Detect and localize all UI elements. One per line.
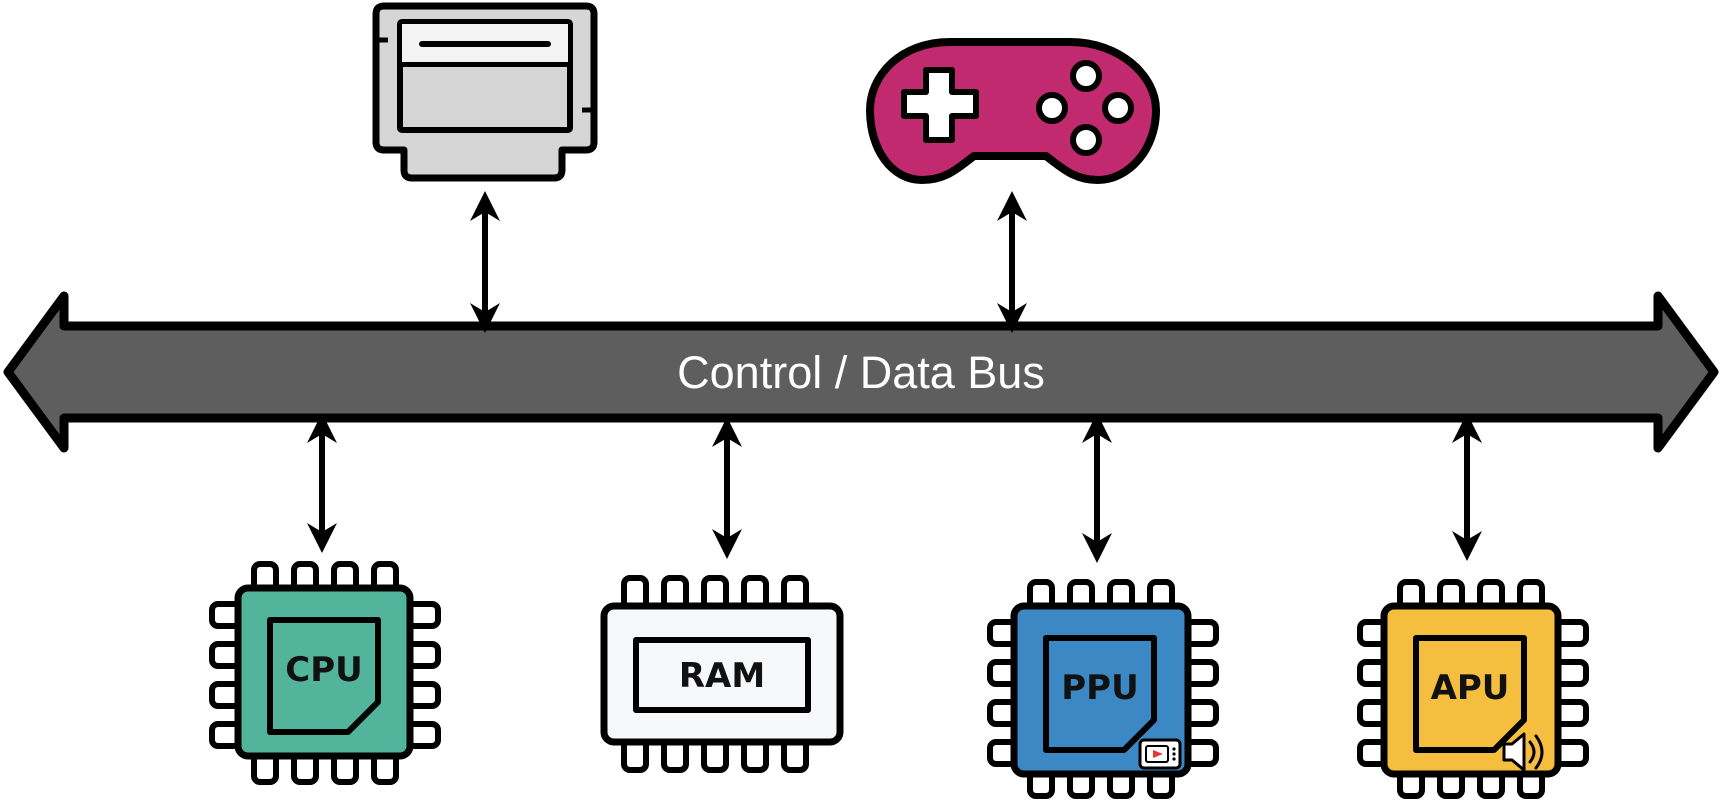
ppu-label: PPU xyxy=(1061,668,1138,708)
control-data-bus: Control / Data Bus xyxy=(3,291,1719,453)
bus-arrow xyxy=(3,291,1719,453)
cpu-label: CPU xyxy=(285,650,362,690)
ram-chip: RAM xyxy=(600,575,844,773)
ram-label: RAM xyxy=(679,656,765,696)
ppu-chip: PPU xyxy=(987,579,1219,799)
speaker-icon xyxy=(1502,732,1544,772)
video-screen-icon xyxy=(1138,738,1182,770)
cpu-chip: CPU xyxy=(209,561,441,785)
bus-connectors xyxy=(307,191,1482,563)
bus-label: Control / Data Bus xyxy=(677,347,1045,398)
gamepad-icon xyxy=(866,38,1160,184)
apu-label: APU xyxy=(1431,668,1510,708)
apu-chip: APU xyxy=(1357,579,1589,799)
cartridge-icon xyxy=(372,2,598,182)
